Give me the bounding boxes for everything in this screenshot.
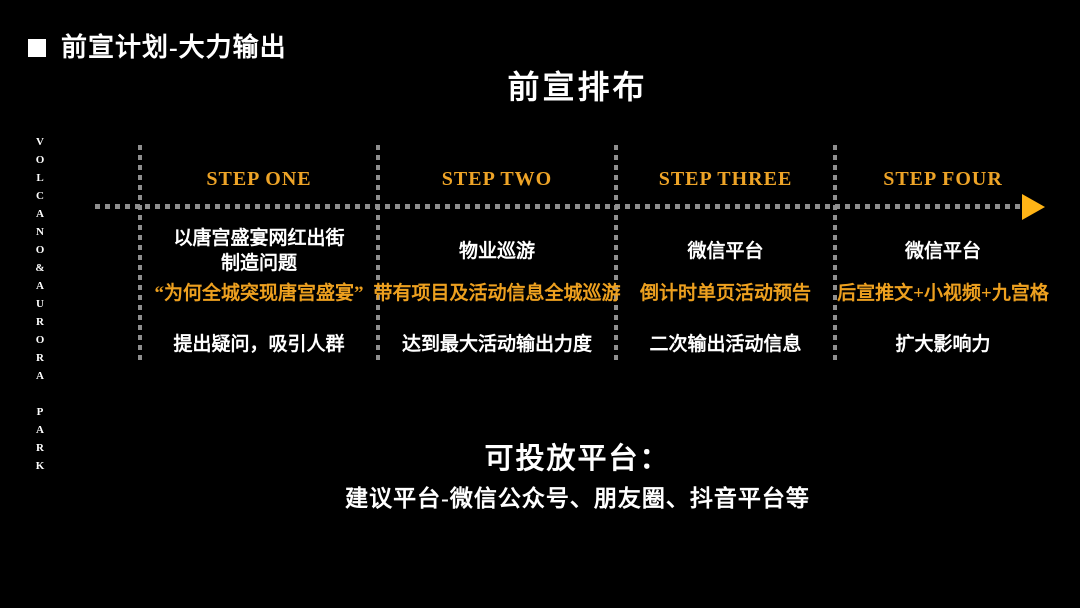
- dotted-divider: [138, 145, 142, 363]
- brand-vertical-text: VOLCANO&AURORA PARK: [34, 136, 46, 478]
- step-phase2-text: 二次输出活动信息: [649, 333, 802, 355]
- slide-title: 前宣计划-大力输出: [61, 33, 287, 62]
- step-label: STEP THREE: [658, 167, 793, 190]
- step-column-three: STEP THREE 微信平台 倒计时单页活动预告 二次输出活动信息: [616, 160, 835, 370]
- square-bullet-icon: [28, 38, 46, 57]
- step-highlight-text: 倒计时单页活动预告: [639, 282, 811, 304]
- right-arrow-icon: [1022, 194, 1045, 220]
- step-label: STEP TWO: [441, 167, 553, 190]
- step-phase2-text: 达到最大活动输出力度: [401, 333, 592, 355]
- step-phase1-text: 以唐宫盛宴网红出街 制造问题: [173, 228, 345, 274]
- step-phase2-text: 提出疑问，吸引人群: [173, 333, 345, 355]
- step-column-four: STEP FOUR 微信平台 后宣推文+小视频+九宫格 扩大影响力: [835, 160, 1051, 370]
- step-phase2-text: 扩大影响力: [895, 333, 991, 355]
- step-phase1-text: 微信平台: [904, 240, 981, 262]
- dotted-divider: [833, 145, 837, 363]
- step-highlight-text: “为何全城突现唐宫盛宴”: [154, 282, 364, 304]
- step-column-one: STEP ONE 以唐宫盛宴网红出街 制造问题 “为何全城突现唐宫盛宴” 提出疑…: [140, 160, 378, 370]
- platforms-heading: 可投放平台：: [484, 443, 671, 475]
- slide-title-bar: 前宣计划-大力输出: [28, 27, 287, 64]
- dotted-divider: [376, 145, 380, 363]
- step-highlight-text: 带有项目及活动信息全城巡游: [373, 282, 621, 304]
- step-label: STEP ONE: [206, 167, 312, 190]
- step-label: STEP FOUR: [883, 167, 1003, 190]
- timeline-axis-dotted-line: [95, 204, 1022, 209]
- step-phase1-text: 物业巡游: [458, 240, 535, 262]
- dotted-divider: [614, 145, 618, 363]
- main-heading: 前宣排布: [507, 69, 648, 105]
- platforms-detail: 建议平台-微信公众号、朋友圈、抖音平台等: [345, 486, 810, 511]
- step-phase1-text: 微信平台: [687, 240, 764, 262]
- step-column-two: STEP TWO 物业巡游 带有项目及活动信息全城巡游 达到最大活动输出力度: [373, 160, 621, 370]
- step-highlight-text: 后宣推文+小视频+九宫格: [837, 282, 1049, 304]
